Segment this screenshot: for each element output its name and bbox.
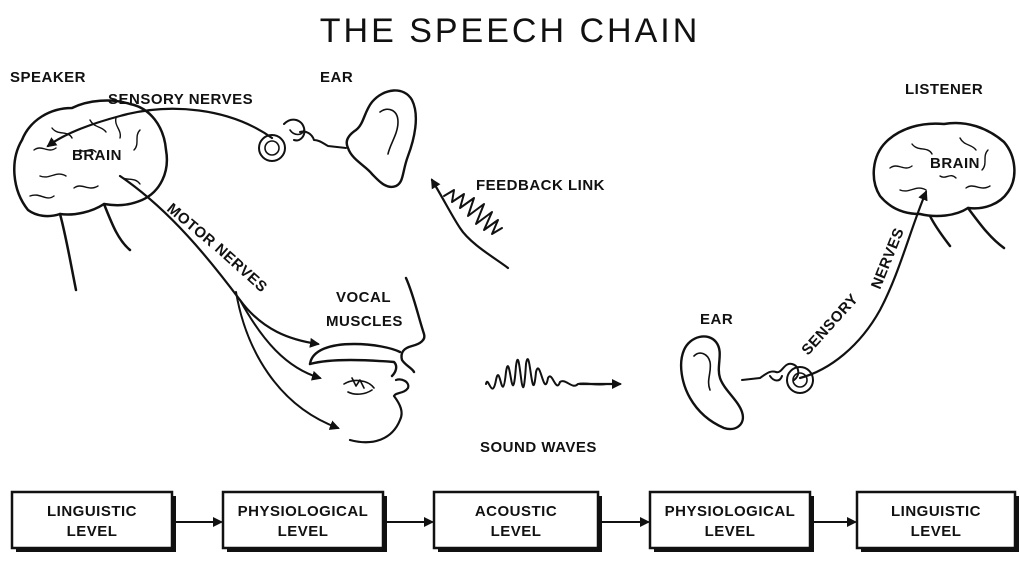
level-box-1: LINGUISTIC LEVEL (12, 492, 176, 552)
level-box-line1: LINGUISTIC (891, 503, 981, 520)
speaker-motor-nerves-arrow (120, 176, 318, 344)
level-box-3: ACOUSTIC LEVEL (434, 492, 602, 552)
level-box-line2: LEVEL (278, 523, 329, 540)
speaker-ear-label: EAR (320, 69, 353, 86)
level-box-line2: LEVEL (491, 523, 542, 540)
feedback-link-label: FEEDBACK LINK (476, 177, 605, 194)
vocal-label: VOCAL (336, 289, 391, 306)
speaker-brain-label: BRAIN (72, 147, 122, 164)
listener-brain-label: BRAIN (930, 155, 980, 172)
listener-ear-illustration (681, 336, 813, 429)
level-box-line1: LINGUISTIC (47, 503, 137, 520)
level-box-line2: LEVEL (705, 523, 756, 540)
speaker-sensory-nerves-label: SENSORY NERVES (108, 91, 253, 108)
listener-label: LISTENER (905, 81, 983, 98)
speaker-motor-label: MOTOR (163, 200, 218, 250)
level-box-5: LINGUISTIC LEVEL (857, 492, 1019, 552)
level-box-line2: LEVEL (67, 523, 118, 540)
level-box-line1: ACOUSTIC (475, 503, 557, 520)
levels-row: LINGUISTICLEVELPHYSIOLOGICALLEVELACOUSTI… (12, 492, 1019, 552)
level-box-2: PHYSIOLOGICAL LEVEL (223, 492, 387, 552)
listener-ear-label: EAR (700, 311, 733, 328)
speaker-nerves-label: NERVES (211, 240, 270, 296)
muscles-label: MUSCLES (326, 313, 403, 330)
level-box-4: PHYSIOLOGICAL LEVEL (650, 492, 814, 552)
level-box-line1: PHYSIOLOGICAL (665, 503, 796, 520)
speaker-motor-nerves-branch-1 (240, 300, 320, 378)
feedback-wave (444, 190, 502, 234)
level-box-line2: LEVEL (911, 523, 962, 540)
listener-sensory-nerves-arrow (800, 192, 926, 378)
speaker-ear-illustration (259, 90, 416, 186)
speaker-label: SPEAKER (10, 69, 86, 86)
listener-sensory-label: SENSORY (798, 291, 862, 359)
level-box-line1: PHYSIOLOGICAL (238, 503, 369, 520)
diagram-title: THE SPEECH CHAIN (320, 12, 701, 50)
sound-waves-label: SOUND WAVES (480, 439, 597, 456)
